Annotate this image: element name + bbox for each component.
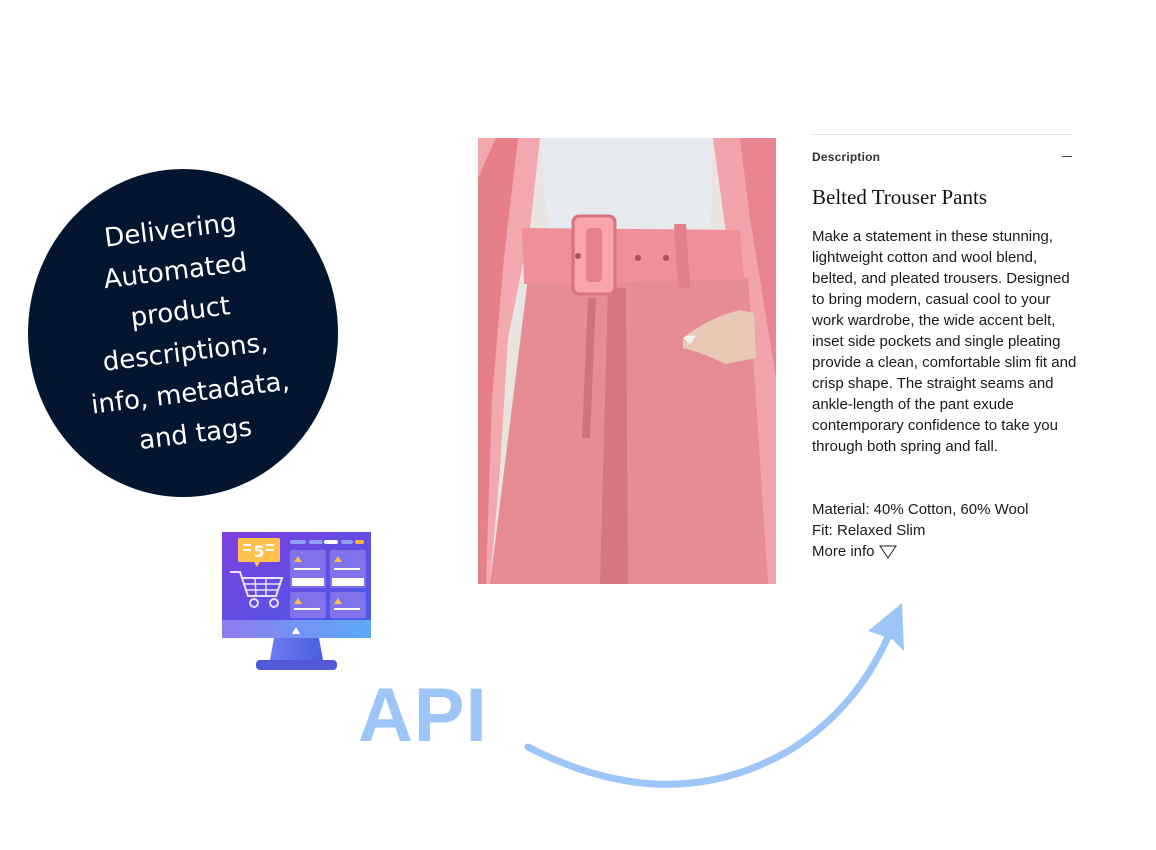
curved-arrow-icon	[524, 603, 904, 788]
product-description: Make a statement in these stunning, ligh…	[812, 228, 1077, 455]
product-photo	[478, 138, 776, 584]
monitor-badge-number: 5	[253, 542, 264, 561]
triangle-down-icon	[878, 545, 897, 559]
description-section-label[interactable]: Description	[812, 150, 881, 164]
product-fit: Fit: Relaxed Slim	[812, 522, 926, 539]
minus-icon[interactable]	[1062, 156, 1072, 157]
product-title: Belted Trouser Pants	[812, 185, 988, 209]
more-info-label: More info	[812, 543, 875, 560]
shopping-cart-monitor-icon: 5	[222, 532, 371, 670]
product-material: Material: 40% Cotton, 60% Wool	[812, 501, 1029, 518]
api-label: API	[358, 673, 488, 758]
more-info-link[interactable]: More info	[812, 543, 897, 560]
divider	[812, 134, 1072, 135]
headline-circle: Delivering Automated product description…	[28, 169, 338, 497]
product-photo-illustration	[478, 138, 776, 584]
headline-text: Delivering Automated product description…	[9, 151, 357, 514]
